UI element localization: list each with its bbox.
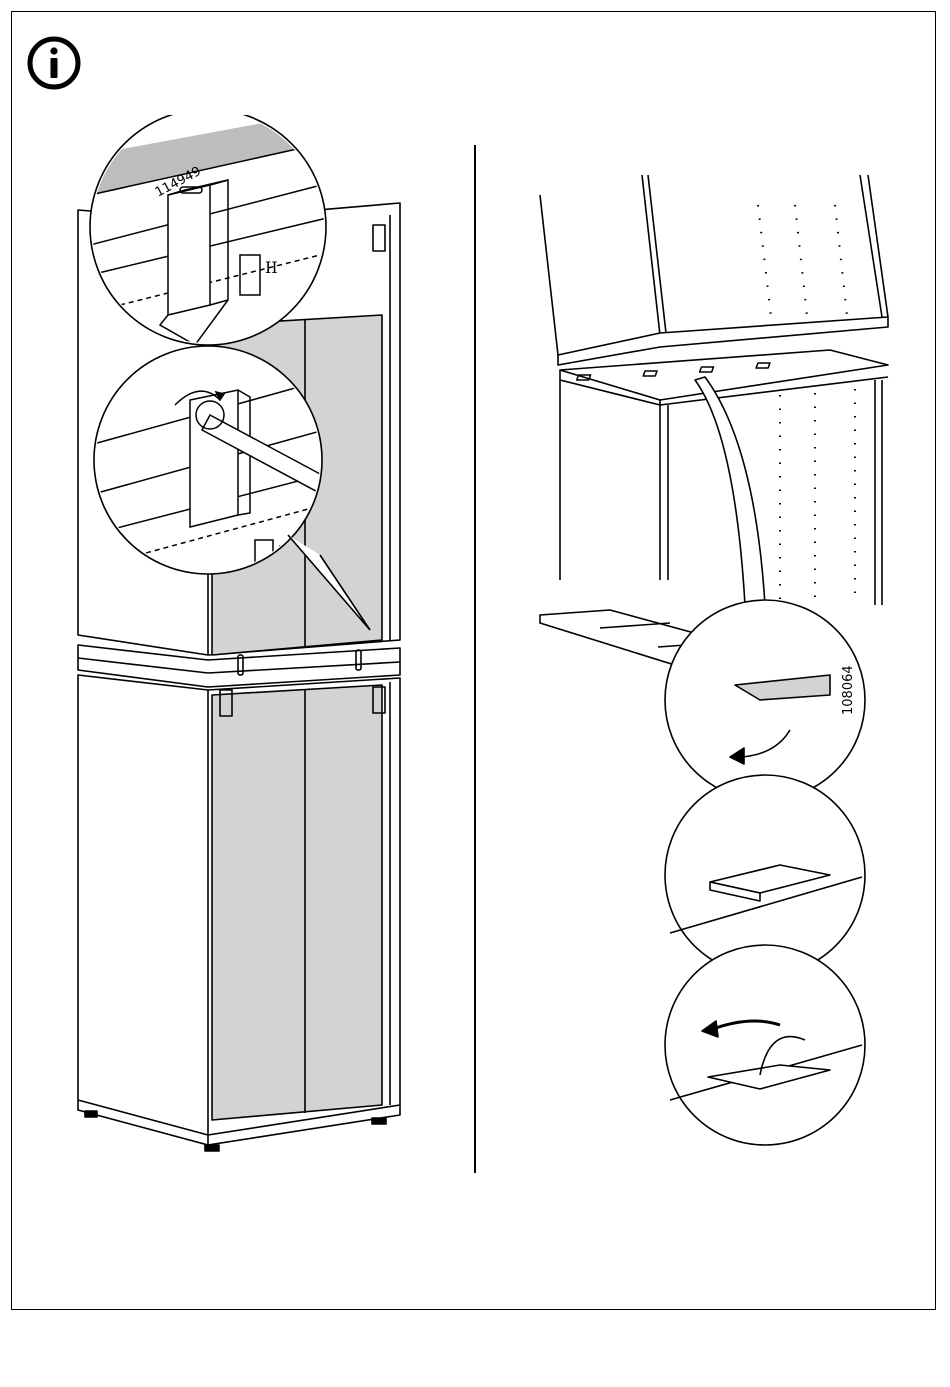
panel-divider (474, 145, 476, 1173)
info-circle-icon (26, 35, 82, 91)
part-number-label-right: 108064 (841, 665, 856, 715)
adhesive-pad-illustration: 108064 (530, 165, 900, 1150)
cabinet-mark-label: II (265, 258, 278, 277)
cabinet-assembly-illustration: II 114949 II (60, 115, 460, 1155)
